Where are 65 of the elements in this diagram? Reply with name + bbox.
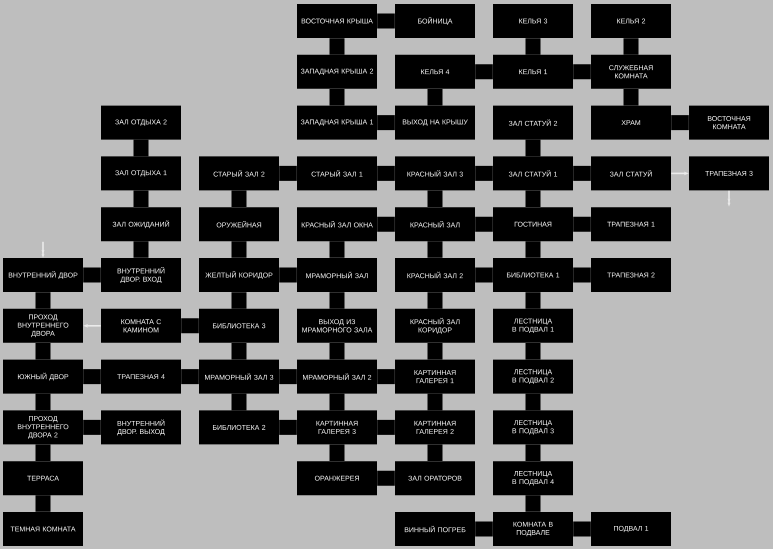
passage-bar xyxy=(36,444,50,461)
passage-bar xyxy=(279,369,297,384)
passage-bar xyxy=(36,343,50,360)
passage-bar xyxy=(377,216,395,232)
passage-bar xyxy=(377,115,395,130)
passage-bar xyxy=(377,369,395,384)
passage-bar xyxy=(428,89,442,106)
passage-bar xyxy=(428,444,442,461)
passage-bar xyxy=(36,292,50,309)
passage-bar xyxy=(624,38,638,55)
passage-bar xyxy=(475,522,493,536)
passage-bar xyxy=(671,115,689,130)
passage-bar xyxy=(428,190,442,207)
passage-bar xyxy=(330,444,344,461)
passage-bar xyxy=(330,241,344,258)
passage-bar xyxy=(377,14,395,28)
passage-bar xyxy=(330,89,344,106)
passage-bar xyxy=(526,38,540,55)
passage-bar xyxy=(573,268,591,282)
passage-bar xyxy=(232,190,246,207)
passage-bar xyxy=(573,522,591,536)
passage-bar xyxy=(83,369,101,384)
passage-bar xyxy=(330,38,344,55)
passage-bar xyxy=(475,268,493,282)
passage-bar xyxy=(526,495,540,512)
passage-bar xyxy=(330,343,344,360)
passage-bar xyxy=(330,292,344,309)
passage-bar xyxy=(377,420,395,435)
passage-bar xyxy=(36,495,50,512)
passage-bar xyxy=(181,369,199,384)
passage-bar xyxy=(428,241,442,258)
passage-bar xyxy=(377,166,395,181)
passage-bar xyxy=(232,343,246,360)
passage-bar xyxy=(83,268,101,282)
passage-bar xyxy=(526,394,540,410)
passage-bar xyxy=(573,64,591,80)
passage-bar xyxy=(134,241,148,258)
passage-bar xyxy=(279,420,297,435)
passage-bar xyxy=(377,470,395,486)
passage-bar xyxy=(232,292,246,309)
passage-bar xyxy=(181,318,199,334)
passage-bar xyxy=(526,444,540,461)
passage-bar xyxy=(36,394,50,410)
passage-bar xyxy=(134,190,148,207)
passage-bar xyxy=(526,292,540,309)
passage-bar xyxy=(428,394,442,410)
passage-bar xyxy=(526,241,540,258)
passage-bar xyxy=(279,166,297,181)
passage-bar xyxy=(475,166,493,181)
passage-bar xyxy=(475,64,493,80)
passage-bar xyxy=(526,140,540,156)
passage-bar xyxy=(330,394,344,410)
passage-bar xyxy=(428,292,442,309)
passage-bar xyxy=(573,216,591,232)
passage-bar xyxy=(573,166,591,181)
passage-bar xyxy=(624,89,638,106)
passage-bar xyxy=(428,343,442,360)
passage-bar xyxy=(526,190,540,207)
passage-bar xyxy=(232,394,246,410)
passage-bar xyxy=(232,241,246,258)
passage-bar xyxy=(475,216,493,232)
passage-bar xyxy=(134,140,148,156)
passage-bar xyxy=(279,268,297,282)
passage-bar xyxy=(83,420,101,435)
passage-bar xyxy=(526,343,540,360)
